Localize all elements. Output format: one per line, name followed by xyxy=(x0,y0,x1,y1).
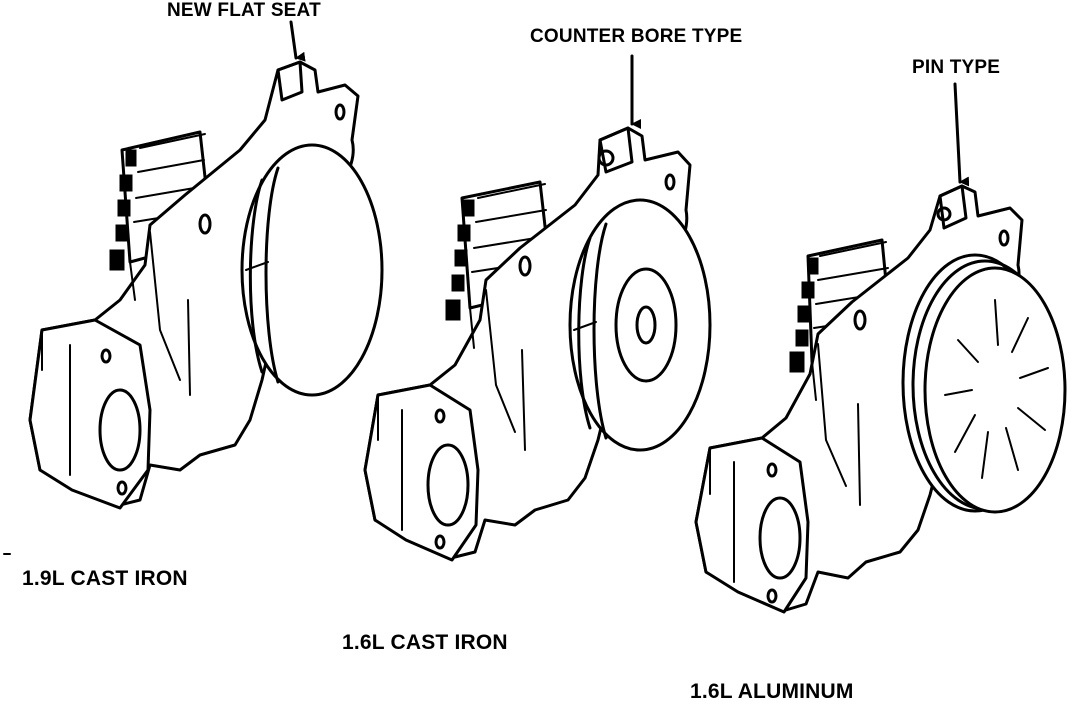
callout-pin-type: PIN TYPE xyxy=(912,57,1001,78)
impeller-16l-ci xyxy=(568,198,712,452)
callout-arrows xyxy=(289,20,970,187)
pump-19l-cast-iron xyxy=(28,60,384,510)
callout-flat-seat: NEW FLAT SEAT xyxy=(167,0,321,21)
impeller-19l xyxy=(240,143,384,397)
caption-16l-cast-iron: 1.6L CAST IRON xyxy=(342,631,508,654)
caption-16l-aluminum: 1.6L ALUMINUM xyxy=(690,680,854,703)
caption-19l-cast-iron: 1.9L CAST IRON xyxy=(22,567,188,590)
arrow-pin-type xyxy=(953,82,970,187)
impeller-16l-al xyxy=(923,266,1067,514)
pump-16l-aluminum xyxy=(694,184,1067,614)
arrow-flat-seat xyxy=(289,20,306,62)
pump-16l-cast-iron xyxy=(363,126,712,562)
callout-counter-bore: COUNTER BORE TYPE xyxy=(530,26,743,47)
sprocket-19l xyxy=(109,130,214,271)
